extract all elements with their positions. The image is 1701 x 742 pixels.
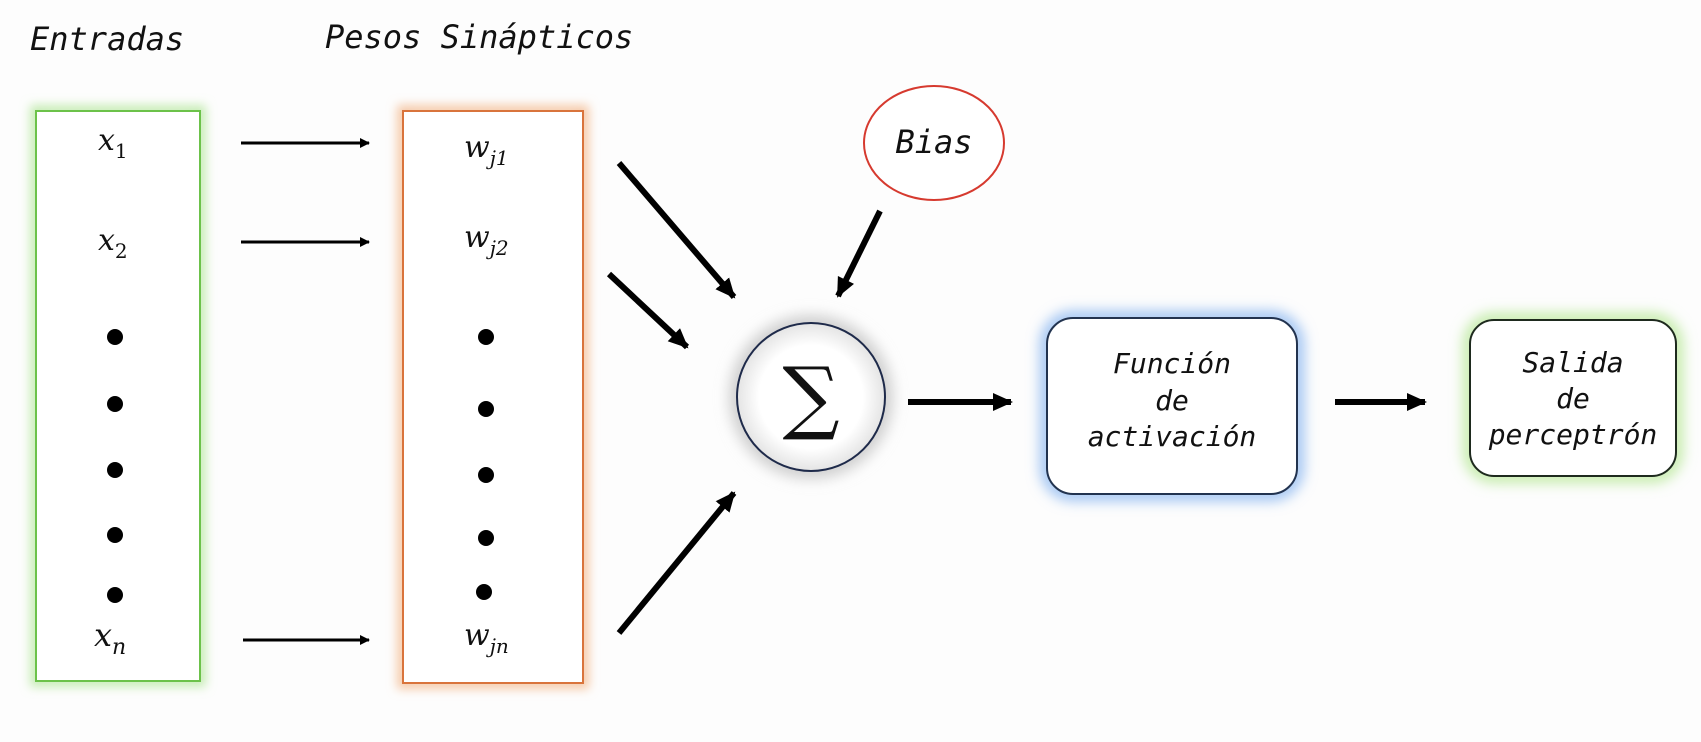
input-ellipsis-dot xyxy=(107,396,123,412)
input-ellipsis-dot xyxy=(107,329,123,345)
output-label-line3: perceptrón xyxy=(1488,418,1658,451)
input-ellipsis-dot xyxy=(107,462,123,478)
output-label-line1: Salida xyxy=(1522,346,1623,379)
bias-arrow xyxy=(835,209,883,298)
sum-node xyxy=(736,322,886,472)
activation-box xyxy=(1046,317,1298,495)
bias-node xyxy=(863,85,1005,201)
activation-label-line3: activación xyxy=(1088,420,1257,453)
weight-ellipsis-dot xyxy=(478,530,494,546)
activation-label-line2: de xyxy=(1155,384,1189,417)
input-x1: x1 xyxy=(98,123,128,163)
inputs-column: x1 x2 xn xyxy=(30,105,206,687)
weights-column-box xyxy=(402,110,584,684)
weight-sum-arrow-1 xyxy=(616,161,737,299)
inputs-heading: Entradas xyxy=(30,20,184,58)
weight-ellipsis-dot xyxy=(476,584,492,600)
input-x2: x2 xyxy=(98,223,128,263)
inputs-column-box xyxy=(35,110,201,682)
bias-label: Bias xyxy=(895,123,972,161)
weights-column: wj1 wj2 wjn xyxy=(397,105,589,689)
activation-label-line1: Función xyxy=(1113,347,1231,380)
weight-sum-arrow-n xyxy=(616,491,737,635)
output-box xyxy=(1469,319,1677,477)
weight-sum-arrow-2 xyxy=(606,271,690,350)
weights-heading: Pesos Sinápticos xyxy=(325,18,633,56)
weight-ellipsis-dot xyxy=(478,329,494,345)
input-xn: xn xyxy=(94,616,126,660)
weight-ellipsis-dot xyxy=(478,467,494,483)
weight-wjn: wjn xyxy=(464,618,509,658)
input-ellipsis-dot xyxy=(107,527,123,543)
input-ellipsis-dot xyxy=(107,587,123,603)
weight-wj2: wj2 xyxy=(464,220,509,260)
sum-symbol: ∑ xyxy=(782,350,839,443)
weight-wj1: wj1 xyxy=(464,130,509,170)
weight-ellipsis-dot xyxy=(478,401,494,417)
output-label-line2: de xyxy=(1556,382,1590,415)
